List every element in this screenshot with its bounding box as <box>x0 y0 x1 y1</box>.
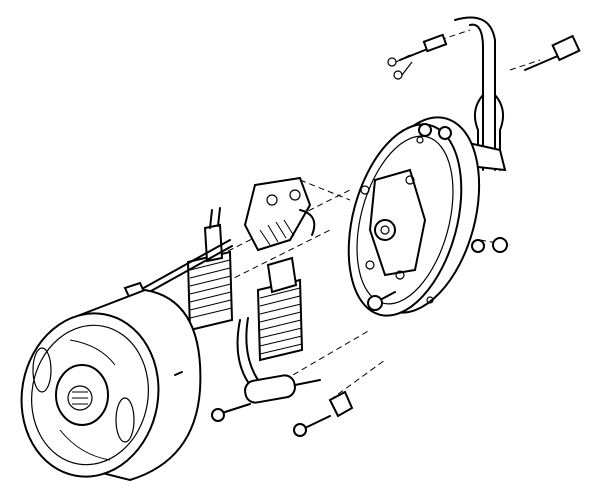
ignition-coil <box>186 207 234 332</box>
lighting-coil <box>236 256 304 386</box>
condenser <box>244 374 321 404</box>
flywheel <box>20 288 202 482</box>
stator-plate <box>347 116 481 317</box>
contact-breaker <box>243 176 316 252</box>
